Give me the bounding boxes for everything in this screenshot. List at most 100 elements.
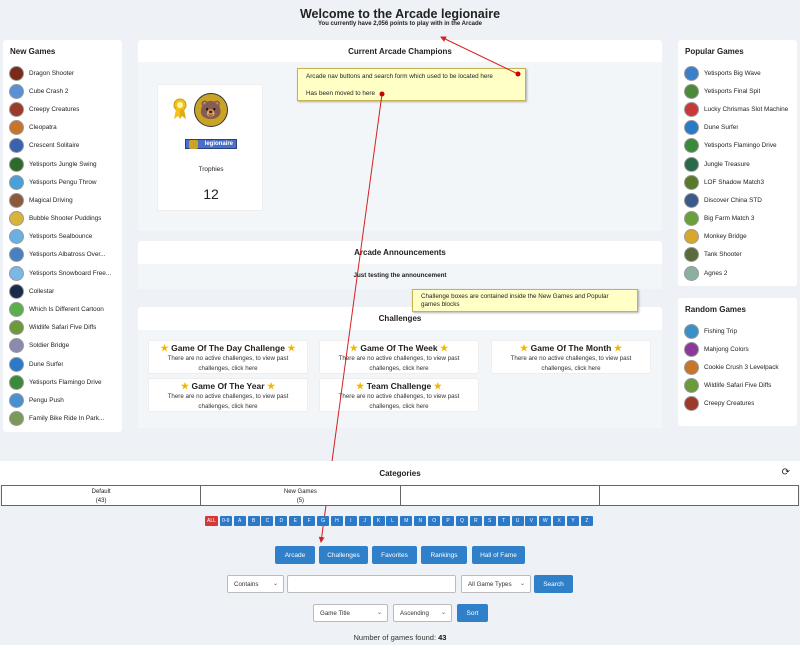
game-list-item[interactable]: Agnes 2 xyxy=(678,264,797,282)
game-name[interactable]: Dune Surfer xyxy=(704,124,739,132)
game-list-item[interactable]: Bubble Shooter Puddings xyxy=(3,210,122,228)
game-name[interactable]: Creepy Creatures xyxy=(704,400,755,408)
letter-filter-x[interactable]: X xyxy=(553,516,566,526)
game-name[interactable]: Yetisports Flamingo Drive xyxy=(704,142,777,150)
game-list-item[interactable]: Wildlife Safari Five Diffs xyxy=(678,377,797,395)
letter-filter-l[interactable]: L xyxy=(386,516,399,526)
game-name[interactable]: Creepy Creatures xyxy=(29,105,80,113)
letter-filter-s[interactable]: S xyxy=(483,516,496,526)
game-list-item[interactable]: Jungle Treasure xyxy=(678,155,797,173)
game-list-item[interactable]: Collestar xyxy=(3,282,122,300)
game-name[interactable]: Collestar xyxy=(29,287,55,295)
game-thumbnail[interactable] xyxy=(684,138,699,154)
challenge-empty-text[interactable]: There are no active challenges, to view … xyxy=(338,393,460,410)
nav-button-challenges[interactable]: Challenges xyxy=(319,546,368,564)
game-thumbnail[interactable] xyxy=(684,323,699,339)
game-list-item[interactable]: Pengu Push xyxy=(3,391,122,409)
game-thumbnail[interactable] xyxy=(684,211,699,227)
letter-filter-g[interactable]: G xyxy=(317,516,330,526)
letter-filter-t[interactable]: T xyxy=(497,516,510,526)
game-list-item[interactable]: Yetisports Flamingo Drive xyxy=(3,373,122,391)
search-input[interactable] xyxy=(287,575,456,593)
letter-filter-r[interactable]: R xyxy=(469,516,482,526)
nav-button-rankings[interactable]: Rankings xyxy=(421,546,467,564)
game-thumbnail[interactable] xyxy=(684,229,699,245)
game-thumbnail[interactable] xyxy=(9,302,24,318)
game-list-item[interactable]: Dune Surfer xyxy=(3,355,122,373)
game-thumbnail[interactable] xyxy=(684,192,699,208)
category-cell[interactable] xyxy=(600,486,798,505)
game-thumbnail[interactable] xyxy=(9,338,24,354)
letter-filter-e[interactable]: E xyxy=(289,516,302,526)
letter-filter-a[interactable]: A xyxy=(233,516,246,526)
game-name[interactable]: Yetisports Pengu Throw xyxy=(29,178,97,186)
game-thumbnail[interactable] xyxy=(684,174,699,190)
game-name[interactable]: Wildlife Safari Five Diffs xyxy=(704,382,772,390)
game-list-item[interactable]: Yetisports Jungle Swing xyxy=(3,155,122,173)
game-thumbnail[interactable] xyxy=(684,101,699,117)
game-thumbnail[interactable] xyxy=(684,120,699,136)
game-name[interactable]: Monkey Bridge xyxy=(704,233,747,241)
game-thumbnail[interactable] xyxy=(684,341,699,357)
challenge-empty-text[interactable]: There are no active challenges, to view … xyxy=(167,393,289,410)
game-list-item[interactable]: Cleopatra xyxy=(3,119,122,137)
game-thumbnail[interactable] xyxy=(684,265,699,281)
game-thumbnail[interactable] xyxy=(9,374,24,390)
letter-filter-j[interactable]: J xyxy=(358,516,371,526)
category-cell[interactable]: Default(43) xyxy=(2,486,202,505)
game-name[interactable]: Mahjong Colors xyxy=(704,345,749,353)
game-thumbnail[interactable] xyxy=(9,247,24,263)
game-thumbnail[interactable] xyxy=(9,156,24,172)
game-name[interactable]: Jungle Treasure xyxy=(704,160,750,168)
nav-button-hall-of-fame[interactable]: Hall of Fame xyxy=(472,546,525,564)
search-mode-select[interactable]: Contains ⌄ xyxy=(227,575,284,593)
game-list-item[interactable]: Creepy Creatures xyxy=(3,100,122,118)
letter-filter-z[interactable]: Z xyxy=(580,516,593,526)
game-name[interactable]: Crescent Solitaire xyxy=(29,142,80,150)
game-name[interactable]: Tank Shooter xyxy=(704,251,742,259)
game-name[interactable]: Big Farm Match 3 xyxy=(704,215,755,223)
game-list-item[interactable]: Family Bike Ride In Park... xyxy=(3,410,122,428)
game-list-item[interactable]: Yetisports Albatross Over... xyxy=(3,246,122,264)
game-name[interactable]: Wildlife Safari Five Diffs xyxy=(29,324,97,332)
game-list-item[interactable]: LOF Shadow Match3 xyxy=(678,173,797,191)
game-list-item[interactable]: Yetisports Pengu Throw xyxy=(3,173,122,191)
game-list-item[interactable]: Lucky Chrismas Slot Machine xyxy=(678,100,797,118)
game-list-item[interactable]: Yetisports Sealbounce xyxy=(3,228,122,246)
game-name[interactable]: Dragon Shooter xyxy=(29,69,75,77)
game-thumbnail[interactable] xyxy=(9,392,24,408)
letter-filter-y[interactable]: Y xyxy=(567,516,580,526)
game-name[interactable]: Agnes 2 xyxy=(704,269,728,277)
challenge-empty-text[interactable]: There are no active challenges, to view … xyxy=(510,355,632,372)
game-thumbnail[interactable] xyxy=(684,156,699,172)
letter-filter-c[interactable]: C xyxy=(261,516,274,526)
game-list-item[interactable]: Discover China STD xyxy=(678,191,797,209)
letter-filter-k[interactable]: K xyxy=(372,516,385,526)
game-list-item[interactable]: Yetisports Final Spit xyxy=(678,82,797,100)
challenge-box[interactable]: ★ Game Of The Year ★There are no active … xyxy=(148,378,308,412)
game-list-item[interactable]: Dune Surfer xyxy=(678,119,797,137)
letter-filter-i[interactable]: I xyxy=(344,516,357,526)
letter-filter-p[interactable]: P xyxy=(442,516,455,526)
game-thumbnail[interactable] xyxy=(9,138,24,154)
challenge-empty-text[interactable]: There are no active challenges, to view … xyxy=(167,355,289,372)
game-list-item[interactable]: Mahjong Colors xyxy=(678,340,797,358)
game-thumbnail[interactable] xyxy=(9,229,24,245)
letter-filter-v[interactable]: V xyxy=(525,516,538,526)
game-name[interactable]: Lucky Chrismas Slot Machine xyxy=(704,105,789,113)
game-name[interactable]: Magical Driving xyxy=(29,196,73,204)
sort-order-select[interactable]: Ascending ⌄ xyxy=(393,604,452,622)
game-name[interactable]: Yetisports Flamingo Drive xyxy=(29,378,102,386)
game-name[interactable]: Pengu Push xyxy=(29,396,64,404)
game-thumbnail[interactable] xyxy=(684,247,699,263)
game-name[interactable]: Yetisports Albatross Over... xyxy=(29,251,106,259)
game-list-item[interactable]: Crescent Solitaire xyxy=(3,137,122,155)
challenge-box[interactable]: ★ Game Of The Month ★There are no active… xyxy=(491,340,651,374)
game-thumbnail[interactable] xyxy=(684,378,699,394)
game-name[interactable]: Yetisports Big Wave xyxy=(704,69,761,77)
game-name[interactable]: Bubble Shooter Puddings xyxy=(29,215,102,223)
game-list-item[interactable]: Yetisports Big Wave xyxy=(678,64,797,82)
game-list-item[interactable]: Tank Shooter xyxy=(678,246,797,264)
game-thumbnail[interactable] xyxy=(684,83,699,99)
game-thumbnail[interactable] xyxy=(9,120,24,136)
